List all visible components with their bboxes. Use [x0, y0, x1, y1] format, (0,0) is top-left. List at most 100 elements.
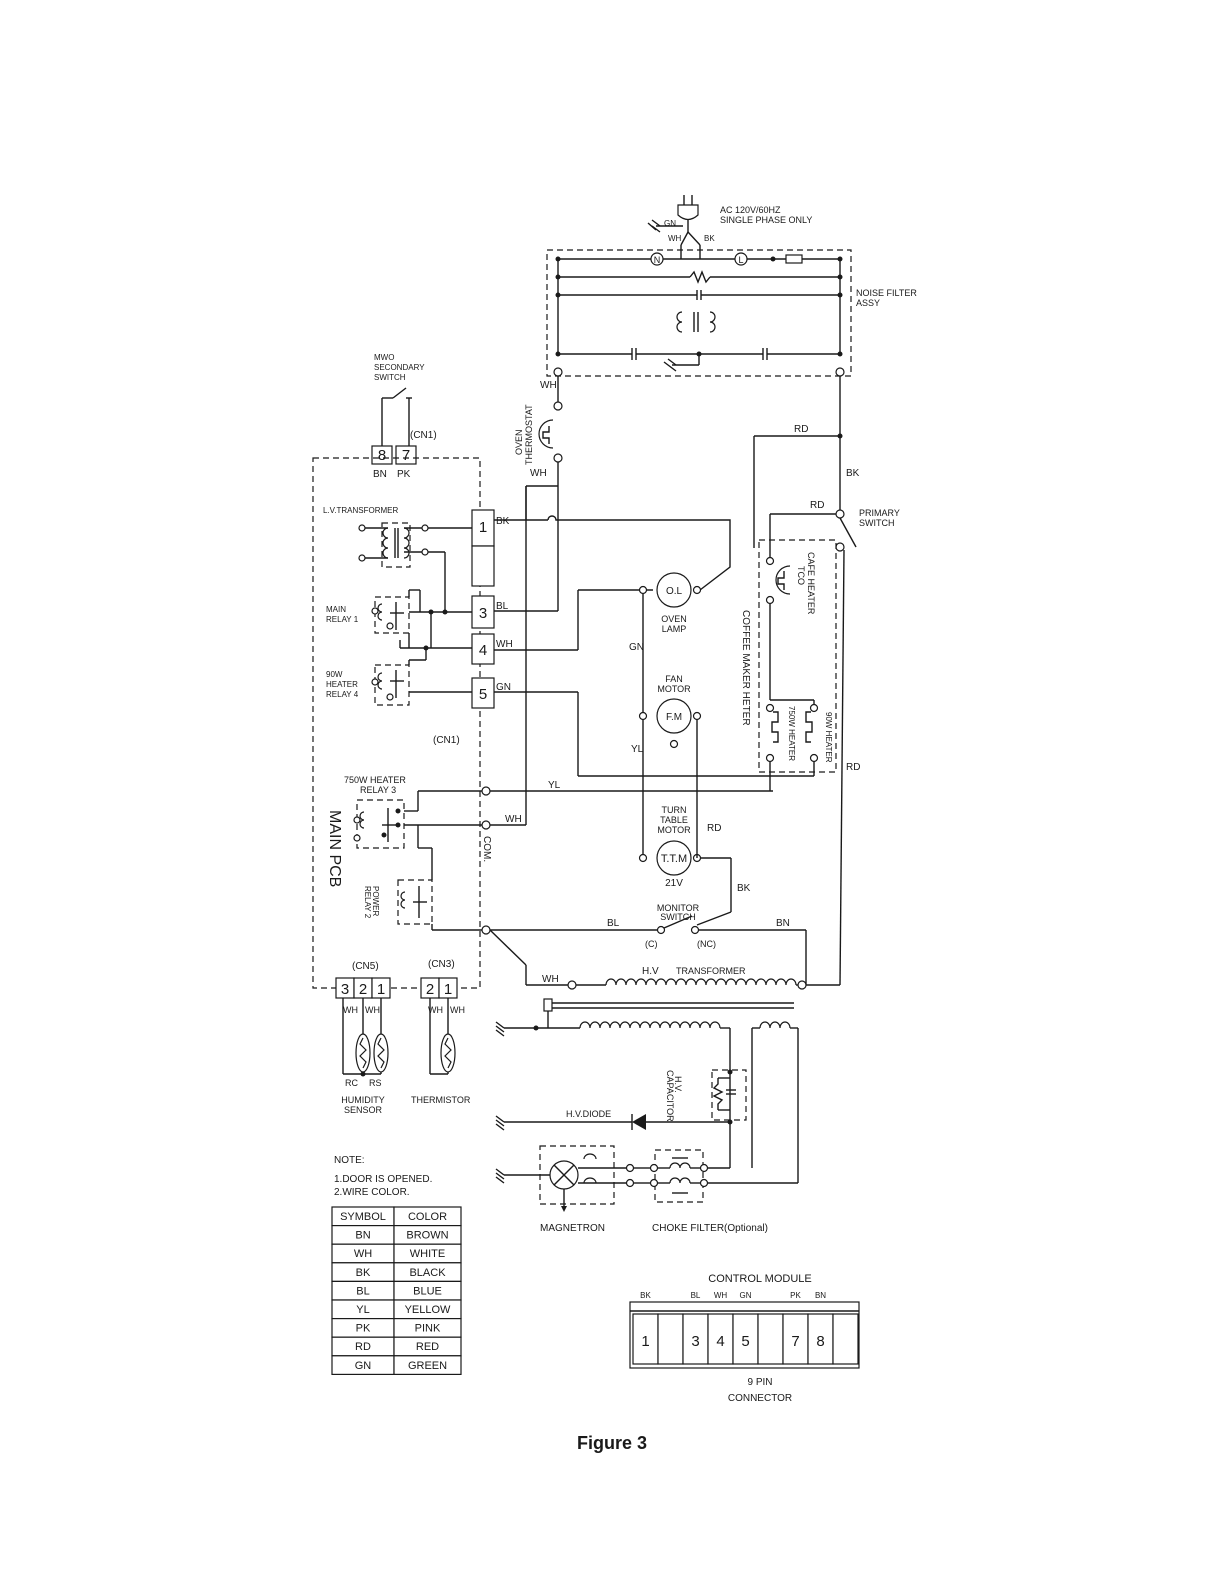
- hv-diode-label: H.V.DIODE: [566, 1109, 611, 1119]
- control-module-pin-label: 1: [641, 1333, 649, 1350]
- cn3-wire-2: WH: [450, 1005, 465, 1015]
- cn3-pin-1: 1: [444, 981, 452, 998]
- wire-yl-fan: YL: [631, 744, 644, 755]
- color-table-row: RD RED: [331, 1336, 462, 1357]
- coffee-maker-title: COFFEE MAKER HETER: [740, 610, 751, 726]
- cn3-pin-2: 2: [426, 981, 434, 998]
- cn5-pin-2: 2: [359, 981, 367, 998]
- color-table-symbol: SYMBOL: [340, 1211, 386, 1223]
- cn1-top-label: (CN1): [410, 430, 437, 441]
- wire-rd-ttm: RD: [707, 823, 721, 834]
- color-table-color: WHITE: [410, 1248, 445, 1260]
- power-spec-line1: AC 120V/60HZ: [720, 205, 781, 215]
- note-item-2: 2.WIRE COLOR.: [334, 1187, 410, 1198]
- control-module-pin: 5: [732, 1313, 759, 1365]
- choke-filter: [625, 1149, 798, 1203]
- hv-transformer-label: TRANSFORMER: [676, 966, 746, 976]
- cn1-pin-1: 1: [479, 519, 487, 536]
- cn3-wire-1: WH: [428, 1005, 443, 1015]
- magnetron: [495, 1145, 626, 1212]
- cn1-top-connector: [371, 445, 417, 465]
- wire-rd-top: RD: [794, 424, 808, 435]
- lv-transformer-label: L.V.TRANSFORMER: [323, 506, 398, 515]
- control-module-pin: 7: [782, 1313, 809, 1365]
- cn1-wire-gn: GN: [496, 682, 511, 693]
- plug-gn-label: GN: [664, 219, 676, 228]
- control-module-pin-label: 7: [791, 1333, 799, 1350]
- wire-yl-line: YL: [548, 780, 561, 791]
- control-module-pin: 1: [632, 1313, 659, 1365]
- cn5-wire-1: WH: [343, 1005, 358, 1015]
- control-module-pin: 3: [682, 1313, 709, 1365]
- heater-relay4-label-1: 90W: [326, 670, 343, 679]
- color-table-symbol: RD: [355, 1341, 371, 1353]
- center-loads: [638, 572, 732, 926]
- wire-wh-line: WH: [505, 814, 522, 825]
- power-spec-line2: SINGLE PHASE ONLY: [720, 215, 812, 225]
- cn1-pin-8: 8: [378, 447, 386, 464]
- heater-relay4-label-3: RELAY 4: [326, 690, 359, 699]
- heater-90w-label: 90W HEATER: [824, 712, 833, 763]
- humidity-sensor-label-1: HUMIDITY: [341, 1095, 385, 1105]
- hv-capacitor: [711, 1069, 747, 1168]
- humidity-rs-label: RS: [369, 1078, 382, 1088]
- ttm-symbol: T.T.M: [661, 853, 687, 865]
- heater-750w-label: 750W HEATER: [787, 706, 796, 761]
- control-module-pin-label: 8: [816, 1333, 824, 1350]
- cn1-pin-3: 3: [479, 605, 487, 622]
- choke-filter-label: CHOKE FILTER(Optional): [652, 1223, 768, 1234]
- cn1-wire-pk: PK: [397, 469, 411, 480]
- thermistor: [429, 998, 456, 1075]
- mwo-switch-label-2: SECONDARY: [374, 363, 425, 372]
- mwo-switch-label-3: SWITCH: [374, 373, 406, 382]
- power-plug: [647, 195, 701, 246]
- wire-wh-hv: WH: [542, 974, 559, 985]
- main-pcb-title: MAIN PCB: [326, 810, 343, 887]
- hv-capacitor-label-1: H.V.: [673, 1076, 683, 1093]
- humidity-rc-label: RC: [345, 1078, 358, 1088]
- heater-relay3-label-2: RELAY 3: [360, 785, 396, 795]
- color-table-color: RED: [416, 1341, 439, 1353]
- control-module-wire-label: PK: [790, 1291, 801, 1300]
- heater-relay4-label-2: HEATER: [326, 680, 358, 689]
- cafe-heater-label: CAFE HEATER: [806, 552, 816, 615]
- cn1-wire-bl: BL: [496, 601, 509, 612]
- cn5-wire-2: WH: [365, 1005, 380, 1015]
- cn5-label: (CN5): [352, 961, 379, 972]
- main-relay-label-1: MAIN: [326, 605, 346, 614]
- hv-transformer: [495, 978, 807, 1183]
- control-module-wire-label: BL: [691, 1291, 701, 1300]
- wire-bk-right: BK: [846, 468, 860, 479]
- control-module-pin: 4: [707, 1313, 734, 1365]
- wire-gn-mid: GN: [629, 642, 644, 653]
- cn1-pin-5: 5: [479, 686, 487, 703]
- monitor-switch-label-2: SWITCH: [660, 912, 696, 922]
- control-module-pin-label: 5: [741, 1333, 749, 1350]
- control-module-footer-1: 9 PIN: [747, 1377, 772, 1388]
- tco-label: TCO: [796, 566, 806, 585]
- oven-thermostat: [538, 376, 563, 611]
- plug-bk-label: BK: [704, 234, 715, 243]
- note-item-1: 1.DOOR IS OPENED.: [334, 1174, 432, 1185]
- figure-caption: Figure 3: [577, 1433, 647, 1453]
- color-table-color: BROWN: [406, 1230, 448, 1242]
- heater-relay3-label-1: 750W HEATER: [344, 775, 406, 785]
- wire-harness: [481, 485, 773, 986]
- cn1-mid-label: (CN1): [433, 735, 460, 746]
- main-relay-label-2: RELAY 1: [326, 615, 359, 624]
- noise-filter-label-1: NOISE FILTER: [856, 288, 917, 298]
- wire-bl-line: BL: [607, 918, 620, 929]
- ttm-label-2: TABLE: [660, 815, 688, 825]
- wire-rd-right: RD: [846, 762, 860, 773]
- noise-filter-l-label: L: [738, 255, 743, 265]
- control-module-wire-label: BN: [815, 1291, 826, 1300]
- control-module-wire-label: WH: [714, 1291, 728, 1300]
- oven-lamp-symbol: O.L: [666, 586, 683, 597]
- cn1-wire-bk: BK: [496, 516, 510, 527]
